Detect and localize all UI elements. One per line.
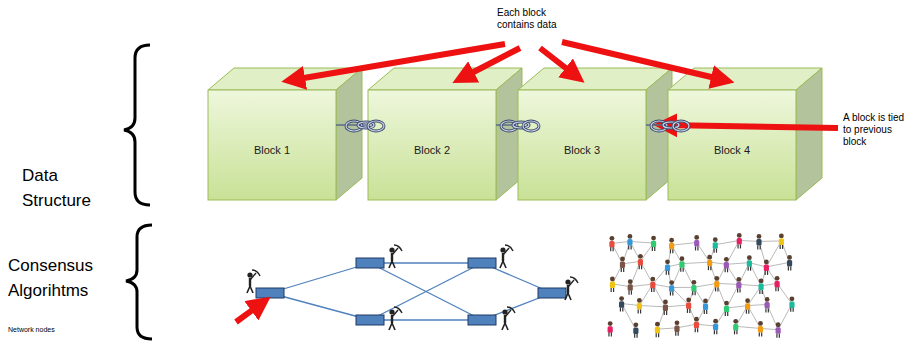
bracket (124, 45, 150, 205)
block-label: Block 1 (254, 134, 290, 156)
chain-link (496, 121, 539, 131)
network-links (270, 263, 552, 320)
cube-front (518, 90, 646, 200)
bracket (126, 225, 152, 339)
block-box: Block 2 (368, 90, 496, 200)
cube-front (208, 90, 336, 200)
block-box: Block 3 (518, 90, 646, 200)
block-box: Block 1 (208, 90, 336, 200)
chain-link (336, 121, 384, 131)
callout-note: Network nodes (8, 326, 88, 334)
cube-front (368, 90, 496, 200)
callout-note: Each block contains data (497, 7, 577, 31)
chain-link (646, 121, 689, 131)
section-label: Data Structure (22, 164, 112, 213)
block-label: Block 2 (414, 134, 450, 156)
section-label: Consensus Algorihtms (8, 254, 123, 303)
miner-icons (247, 245, 578, 330)
cube-front (668, 90, 796, 200)
network-node-icons (256, 258, 566, 325)
people-network (608, 233, 795, 338)
callout-arrows (236, 42, 838, 322)
block-box: Block 4 (668, 90, 796, 200)
block-label: Block 3 (564, 134, 600, 156)
cube-side (336, 68, 362, 200)
cube-side (796, 68, 822, 200)
cube-top (518, 68, 672, 90)
block-label: Block 4 (714, 134, 750, 156)
callout-note: A block is tied to previous block (843, 112, 905, 148)
cube-top (368, 68, 522, 90)
